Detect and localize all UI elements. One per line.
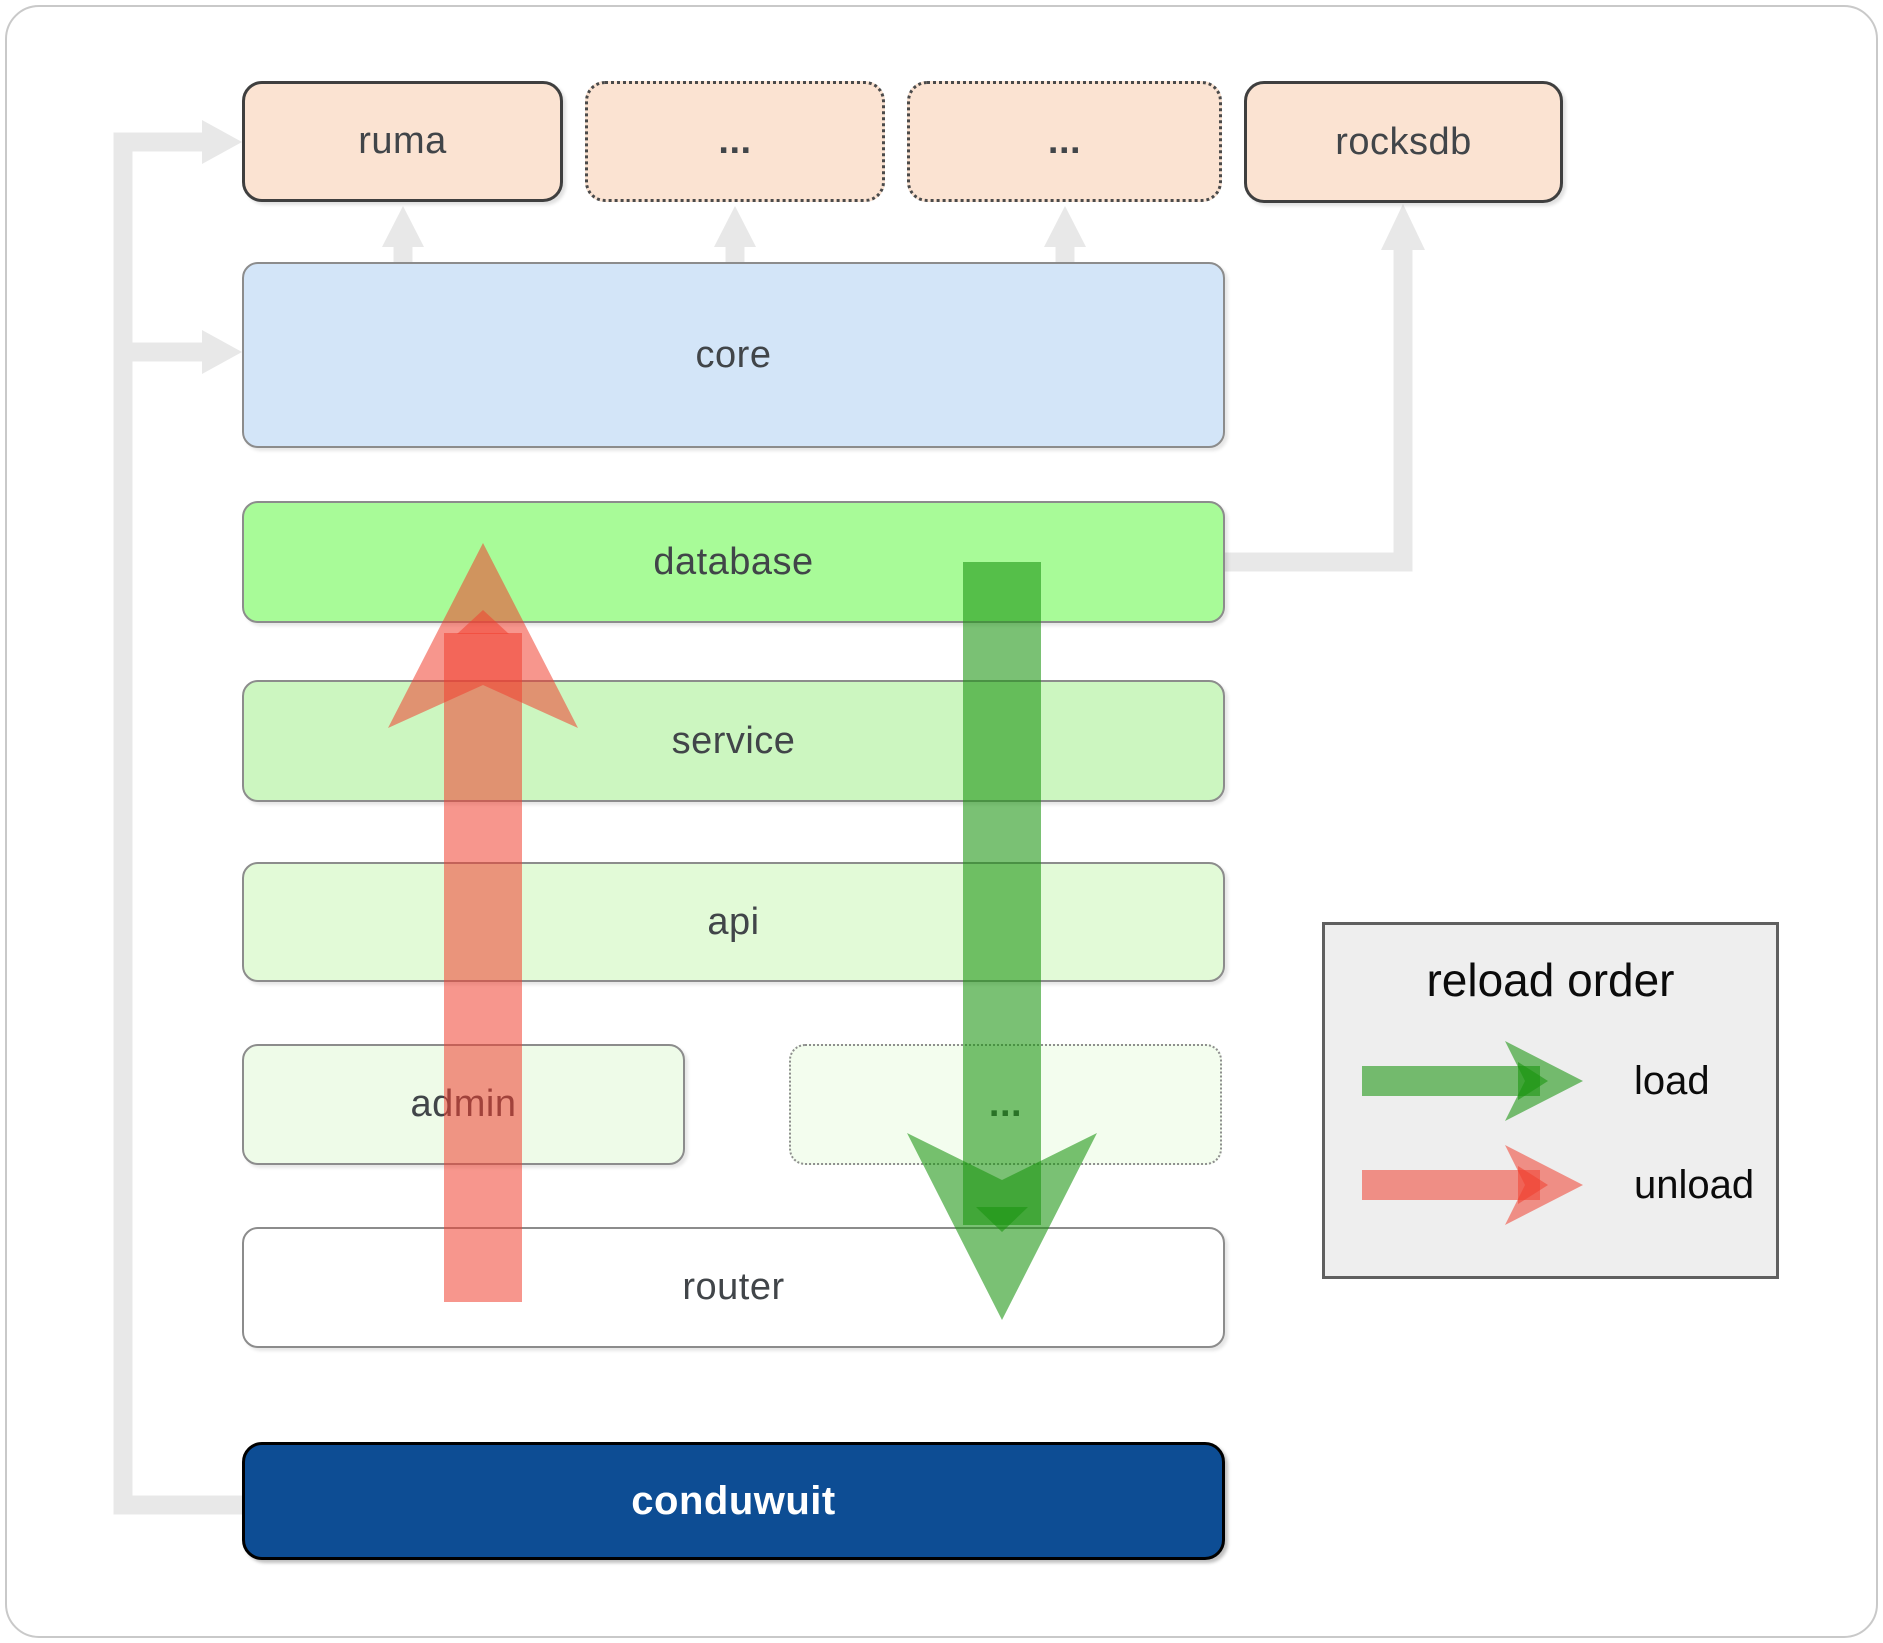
node-dependency-1-label: ...: [718, 120, 752, 162]
connector-conduwuit-to-ruma: [113, 132, 243, 1515]
node-ruma: ruma: [242, 81, 563, 202]
arrowhead-core-dep1-icon: [714, 206, 756, 247]
node-conduwuit: conduwuit: [242, 1442, 1225, 1560]
node-dependency-2-label: ...: [1047, 120, 1082, 162]
node-router: router: [242, 1227, 1225, 1348]
node-service: service: [242, 680, 1225, 802]
diagram-border-frame: [5, 5, 1878, 1638]
node-database-label: database: [653, 540, 814, 583]
node-admin-label: admin: [410, 1083, 517, 1125]
arrowhead-into-core-icon: [202, 330, 242, 374]
node-core: core: [242, 262, 1225, 448]
node-database: database: [242, 501, 1225, 623]
load-arrow-icon: [1362, 1041, 1583, 1121]
legend-title: reload order: [1426, 954, 1675, 1006]
legend: reload order load unload: [1322, 922, 1779, 1279]
node-api: api: [242, 862, 1225, 982]
arrowhead-into-ruma-icon: [202, 120, 242, 164]
arrowhead-into-rocksdb-icon: [1381, 204, 1425, 250]
node-service-label: service: [671, 719, 796, 762]
node-admin-sibling-label: ...: [988, 1083, 1023, 1125]
node-admin: admin: [242, 1044, 685, 1165]
node-rocksdb: rocksdb: [1244, 81, 1563, 203]
unload-arrow-icon: [1362, 1145, 1583, 1225]
node-admin-sibling: ...: [789, 1044, 1222, 1165]
node-conduwuit-label: conduwuit: [631, 1478, 836, 1523]
arrowhead-core-dep2-icon: [1044, 206, 1086, 247]
node-router-label: router: [682, 1266, 785, 1308]
legend-unload-label: unload: [1634, 1162, 1755, 1207]
legend-load-label: load: [1634, 1058, 1710, 1103]
legend-item-load: load: [1362, 1036, 1710, 1126]
node-core-label: core: [695, 333, 772, 376]
node-dependency-2: ...: [907, 81, 1222, 202]
node-api-label: api: [707, 900, 760, 943]
legend-item-unload: unload: [1362, 1140, 1754, 1230]
arrowhead-core-ruma-icon: [382, 206, 424, 247]
node-ruma-label: ruma: [358, 120, 447, 162]
node-dependency-1: ...: [585, 81, 885, 202]
node-rocksdb-label: rocksdb: [1335, 120, 1472, 163]
connector-database-to-rocksdb: [1222, 248, 1413, 572]
